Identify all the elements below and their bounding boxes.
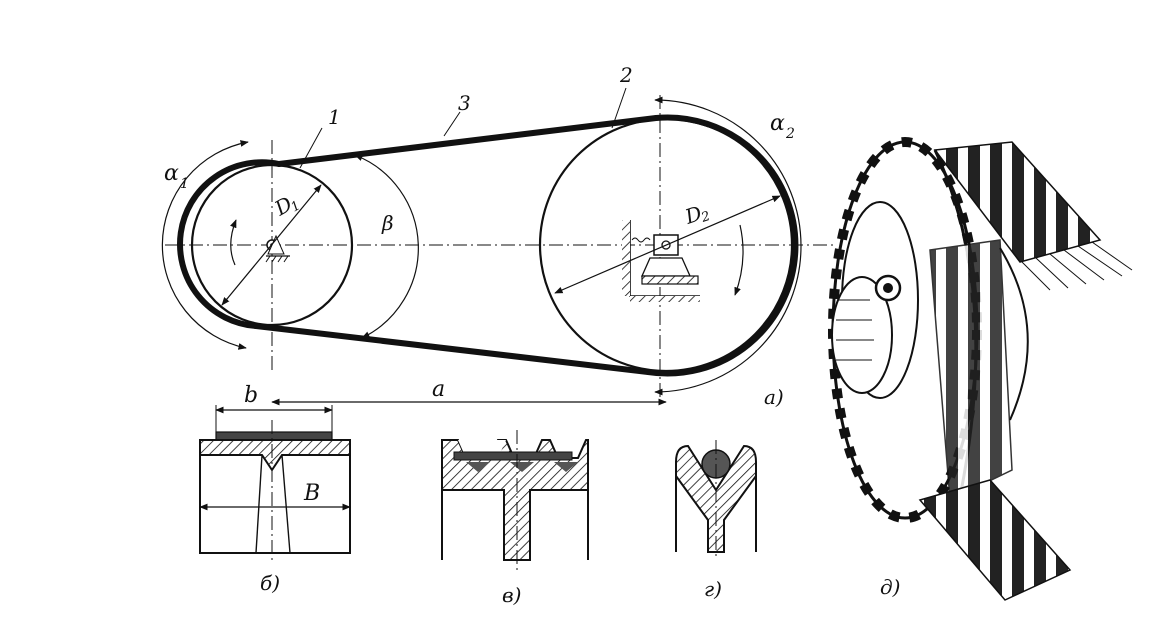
caption-d: д) <box>880 575 900 599</box>
caption-v: в) <box>502 583 521 607</box>
label-alpha1-sub: 1 <box>180 176 189 192</box>
rotation-arrow-2 <box>734 224 744 296</box>
label-width-b: b <box>244 383 258 408</box>
label-alpha1: α <box>164 161 179 186</box>
flat-belt-section-icon: b B б) <box>199 383 351 595</box>
rotation-arrow-1 <box>230 219 237 266</box>
label-center-distance: a <box>432 377 445 402</box>
multi-v-belt-section-icon: в) <box>441 430 589 607</box>
label-pulley2-number: 2 <box>619 63 633 87</box>
leader-1 <box>299 127 323 169</box>
label-beta: β <box>381 211 394 235</box>
label-width-B: B <box>303 481 320 506</box>
belt-drive-main-view: 1 2 3 α 1 α 2 D 1 D 2 β a а) <box>161 63 835 409</box>
label-d2: D <box>681 201 705 229</box>
label-alpha2: α <box>770 111 785 136</box>
belt-3 <box>177 114 799 377</box>
caption-a: а) <box>764 385 784 409</box>
caption-b: б) <box>260 571 280 595</box>
round-belt-section-icon: г) <box>675 440 757 601</box>
label-d2-sub: 2 <box>699 209 712 226</box>
label-pulley1-number: 1 <box>328 105 341 129</box>
leader-2 <box>611 87 627 129</box>
label-belt-number: 3 <box>458 91 471 115</box>
alpha2-arc <box>654 96 802 396</box>
beta-arc <box>354 154 419 339</box>
alpha1-arc <box>161 140 249 350</box>
leader-3 <box>443 111 461 137</box>
caption-g: г) <box>704 577 722 601</box>
label-alpha2-sub: 2 <box>785 126 795 142</box>
toothed-belt-pulley-icon: д) <box>828 137 1133 601</box>
d2-dimension <box>554 195 781 294</box>
